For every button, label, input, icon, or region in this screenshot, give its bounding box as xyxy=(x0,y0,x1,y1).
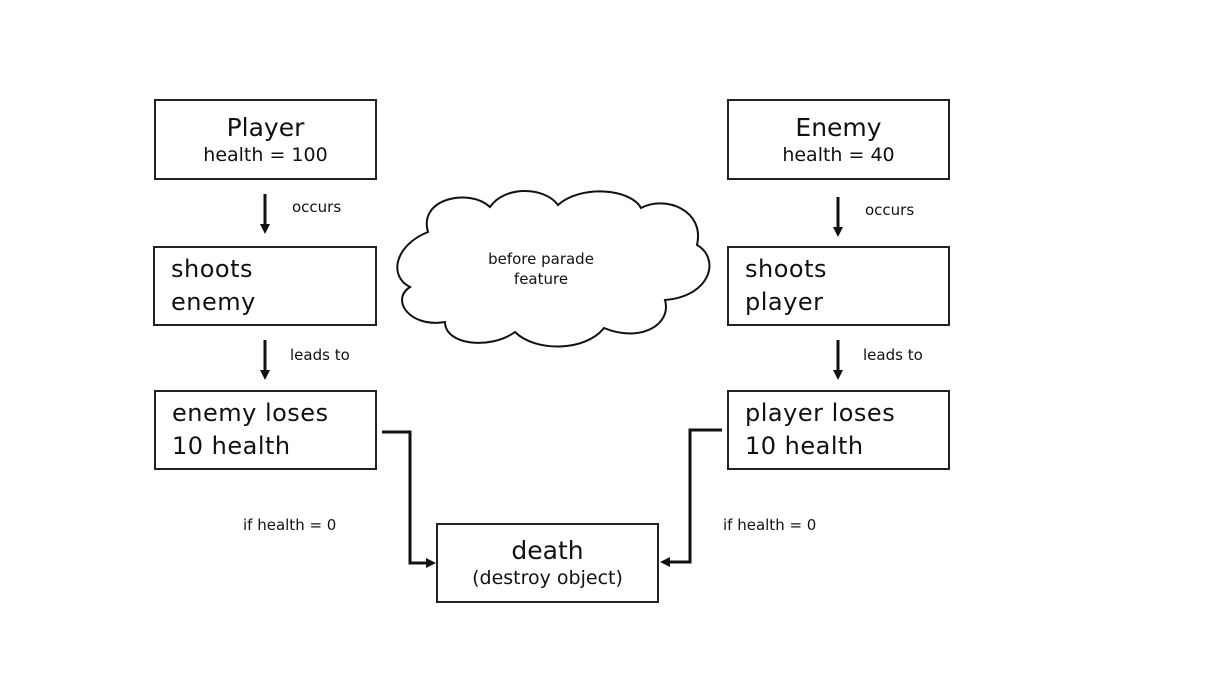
cloud-label: before parade feature xyxy=(452,249,630,289)
enemy-loses-line1: enemy loses xyxy=(172,399,329,427)
player-loses-box: player loses 10 health xyxy=(727,390,950,470)
label-left-condition: if health = 0 xyxy=(243,516,337,534)
enemy-title: Enemy xyxy=(795,112,882,142)
player-shoots-line2: enemy xyxy=(171,288,256,316)
player-shoots-box: shoots enemy xyxy=(153,246,377,326)
death-subtitle: (destroy object) xyxy=(472,567,623,589)
cloud-label-line2: feature xyxy=(513,270,569,288)
enemy-shoots-line2: player xyxy=(745,288,824,316)
player-title: Player xyxy=(226,112,305,142)
enemy-box: Enemy health = 40 xyxy=(727,99,950,180)
enemy-loses-line2: 10 health xyxy=(172,432,291,460)
death-box: death (destroy object) xyxy=(436,523,659,603)
label-right-condition: if health = 0 xyxy=(723,516,817,534)
enemy-loses-box: enemy loses 10 health xyxy=(154,390,377,470)
label-enemy-occurs: occurs xyxy=(865,201,915,219)
player-loses-line2: 10 health xyxy=(745,432,864,460)
player-box: Player health = 100 xyxy=(154,99,377,180)
enemy-shoots-line1: shoots xyxy=(745,255,827,283)
enemy-health: health = 40 xyxy=(782,143,895,166)
player-health: health = 100 xyxy=(203,143,328,166)
cloud-shape xyxy=(396,190,711,348)
player-shoots-line1: shoots xyxy=(171,255,253,283)
label-player-leads-to: leads to xyxy=(290,346,350,364)
cloud-label-line1: before parade xyxy=(488,250,594,268)
player-loses-line1: player loses xyxy=(745,399,896,427)
arrow-player-loses-to-death xyxy=(660,428,722,567)
death-title: death xyxy=(511,536,584,565)
label-player-occurs: occurs xyxy=(292,198,342,216)
label-enemy-leads-to: leads to xyxy=(863,346,923,364)
enemy-shoots-box: shoots player xyxy=(727,246,950,326)
arrow-enemy-loses-to-death xyxy=(382,430,436,568)
